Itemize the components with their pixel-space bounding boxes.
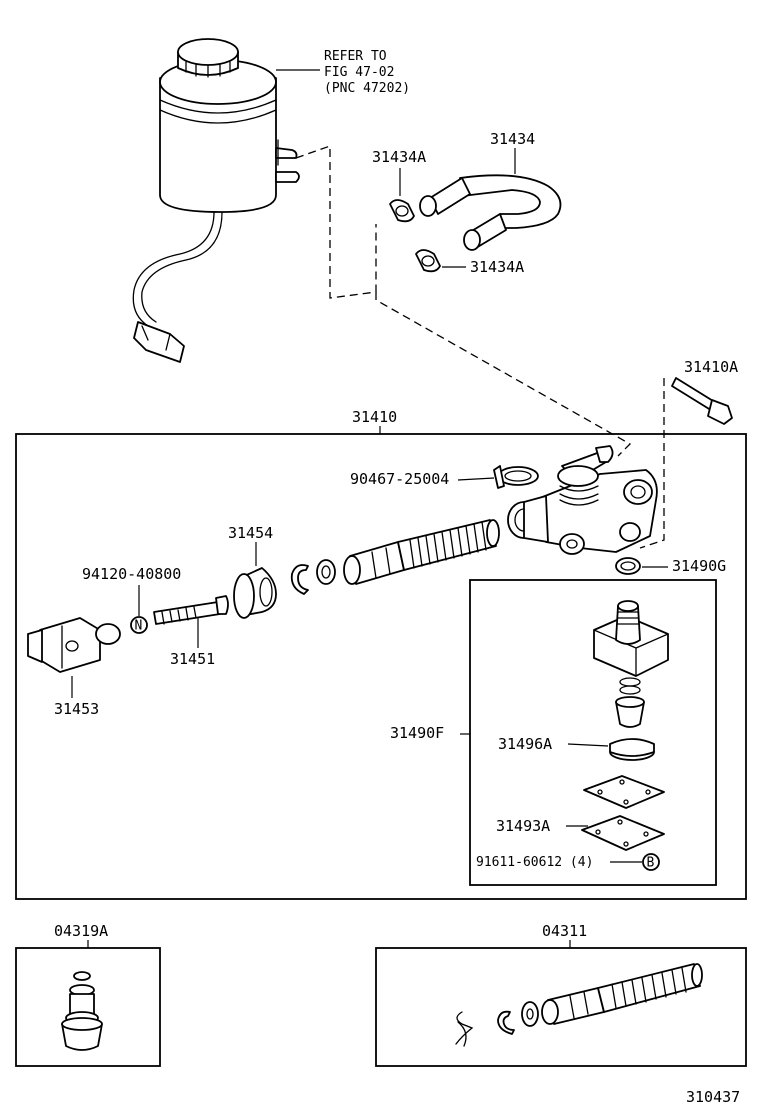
reservoir-cap-fitting [593, 600, 669, 677]
clevis [27, 617, 121, 673]
hose-clip-upper [389, 199, 415, 223]
reference-note-line1: REFER TO [324, 49, 387, 64]
label-push-rod: 31451 [170, 650, 215, 668]
hose-clamp [493, 465, 539, 489]
push-rod [153, 595, 229, 625]
snap-ring [290, 564, 309, 595]
cup-kit-parts [61, 971, 103, 1051]
label-clevis: 31453 [54, 700, 99, 718]
reservoir-tank [132, 38, 300, 363]
label-bolt: 31410A [684, 358, 738, 376]
nut-marker: N [130, 616, 148, 634]
screw-marker-letter: B [647, 856, 655, 871]
reference-note: REFER TO FIG 47-02 (PNC 47202) [276, 49, 410, 96]
label-gasket: 31493A [496, 817, 550, 835]
washer [316, 559, 336, 585]
label-screw: 91611-60612 (4) [476, 855, 593, 870]
grommet [609, 738, 655, 761]
figure-number: 310437 [686, 1088, 740, 1106]
repair-kit-frame [375, 947, 747, 1067]
gasket-lower [581, 815, 665, 851]
assembly-frame [15, 433, 747, 900]
gasket-upper [583, 775, 665, 809]
label-ring: 31490G [672, 557, 726, 575]
label-reservoir-kit: 31490F [390, 724, 444, 742]
boot [233, 567, 277, 619]
label-grommet: 31496A [498, 735, 552, 753]
nut-marker-letter: N [135, 619, 143, 634]
label-hose-clamp: 90467-25004 [350, 470, 449, 488]
label-hose: 31434 [490, 130, 535, 148]
hose-clip-lower [415, 249, 441, 273]
piston-spring [343, 519, 500, 585]
cup-kit-frame [15, 947, 161, 1067]
ring [615, 557, 641, 575]
screw-marker: B [642, 853, 660, 871]
repair-kit-parts [455, 963, 703, 1047]
label-clip-upper: 31434A [372, 148, 426, 166]
label-clip-lower: 31434A [470, 258, 524, 276]
label-boot: 31454 [228, 524, 273, 542]
master-cylinder-body [507, 445, 658, 555]
label-master-cylinder-assy: 31410 [352, 408, 397, 426]
reference-note-line2: FIG 47-02 [324, 65, 394, 80]
reference-note-line3: (PNC 47202) [324, 81, 410, 96]
label-repair-kit: 04311 [542, 922, 587, 940]
spring-seal [615, 677, 645, 728]
reservoir-kit-frame [469, 579, 717, 886]
hose [419, 174, 562, 251]
label-nut: 94120-40800 [82, 565, 181, 583]
label-cup-kit: 04319A [54, 922, 108, 940]
bolt [671, 377, 733, 425]
